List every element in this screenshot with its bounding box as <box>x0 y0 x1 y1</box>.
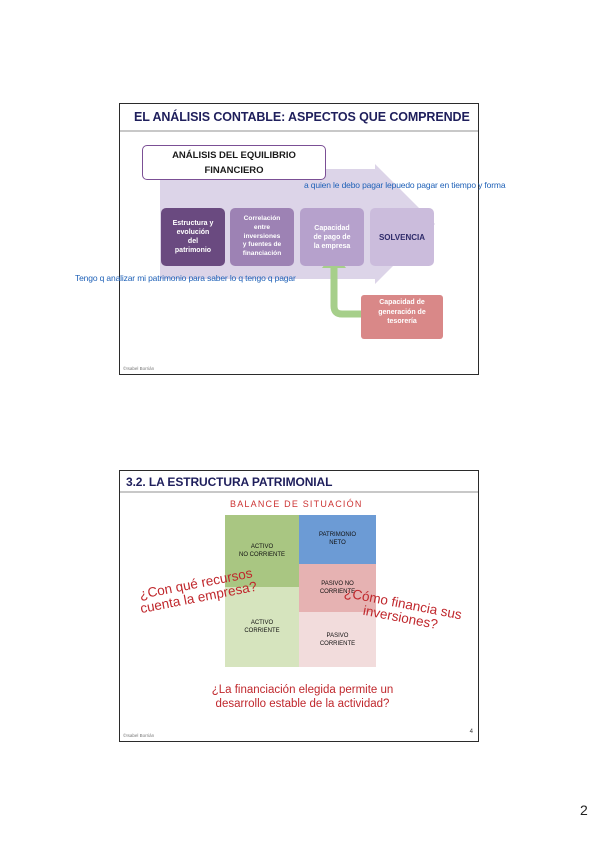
cell-activo-no-corriente: ACTIVO NO CORRIENTE <box>225 515 299 587</box>
annotation-top: a quien le debo pagar lepuedo pagar en t… <box>304 180 506 190</box>
cell-patrimonio-neto: PATRIMONIO NETO <box>299 515 376 564</box>
step-text: entre <box>253 223 271 231</box>
step-text: y fuentes de <box>242 241 282 249</box>
step-text: Correlación <box>243 215 281 222</box>
tesoreria-box: Capacidad de generación de tesorería <box>361 295 443 339</box>
cell-text: CORRIENTE <box>319 640 356 647</box>
cell-text: NETO <box>329 540 346 546</box>
cell-text: PATRIMONIO <box>318 532 357 538</box>
step-text: la empresa <box>313 242 351 250</box>
analisis-line-2: FINANCIERO <box>204 165 264 176</box>
slide-footer: ©Isabel Borrián <box>123 733 155 738</box>
cell-text: CORRIENTE <box>244 628 280 634</box>
cell-text: NO CORRIENTE <box>238 552 285 558</box>
step-text: del <box>187 238 199 245</box>
step-text: Capacidad <box>314 224 350 232</box>
cell-activo-corriente: ACTIVO CORRIENTE <box>225 587 299 667</box>
financiacion-text: ¿La financiación elegida permite un <box>211 684 394 696</box>
slide-number: 4 <box>469 729 473 735</box>
step-estructura-patrimonio: Estructura y evolución del patrimonio <box>161 208 225 266</box>
slide-estructura-patrimonial: 3.2. LA ESTRUCTURA PATRIMONIAL BALANCE D… <box>119 470 479 742</box>
slide-title: EL ANÁLISIS CONTABLE: ASPECTOS QUE COMPR… <box>134 110 470 124</box>
step-text: evolución <box>176 229 210 236</box>
title-divider <box>120 130 478 132</box>
cell-text: ACTIVO <box>250 544 274 550</box>
title-divider <box>120 491 478 493</box>
cell-text: PASIVO <box>326 632 349 639</box>
step-text: inversiones <box>243 232 281 240</box>
cell-pasivo-corriente: PASIVO CORRIENTE <box>299 612 376 667</box>
tesoreria-text: generación de <box>378 308 426 316</box>
cell-pasivo-no-corriente: PASIVO NO CORRIENTE <box>299 564 376 612</box>
step-text: patrimonio <box>174 247 212 254</box>
slide-analisis-contable: EL ANÁLISIS CONTABLE: ASPECTOS QUE COMPR… <box>75 103 506 375</box>
cell-text: PASIVO NO <box>321 581 354 587</box>
slide-footer: ©Isabel Borrián <box>123 366 155 371</box>
step-correlacion: Correlación entre inversiones y fuentes … <box>230 208 294 266</box>
step-text: Estructura y <box>172 220 214 227</box>
process-arrow <box>160 164 435 284</box>
financiacion-text: desarrollo estable de la actividad? <box>215 698 390 710</box>
cell-text: ACTIVO <box>250 620 274 626</box>
step-capacidad-pago: Capacidad de pago de la empresa <box>300 208 364 266</box>
financiacion-question: ¿La financiación elegida permite un desa… <box>160 683 445 711</box>
page-number: 2 <box>580 802 588 818</box>
analisis-line-1: ANÁLISIS DEL EQUILIBRIO <box>172 150 296 161</box>
step-text: de pago de <box>313 233 351 241</box>
cell-text: CORRIENTE <box>319 589 356 595</box>
balance-title: BALANCE DE SITUACIÓN <box>230 499 363 509</box>
step-text: financiación <box>242 250 282 258</box>
tesoreria-text: tesorería <box>387 318 417 325</box>
annotation-left: Tengo q analizar mi patrimonio para sabe… <box>75 273 296 283</box>
analisis-equilibrio-box: ANÁLISIS DEL EQUILIBRIO FINANCIERO <box>142 145 326 180</box>
slide-title: 3.2. LA ESTRUCTURA PATRIMONIAL <box>126 475 333 489</box>
step-solvencia: SOLVENCIA <box>370 208 434 266</box>
step-text: SOLVENCIA <box>378 232 426 242</box>
tesoreria-text: Capacidad de <box>379 299 425 306</box>
